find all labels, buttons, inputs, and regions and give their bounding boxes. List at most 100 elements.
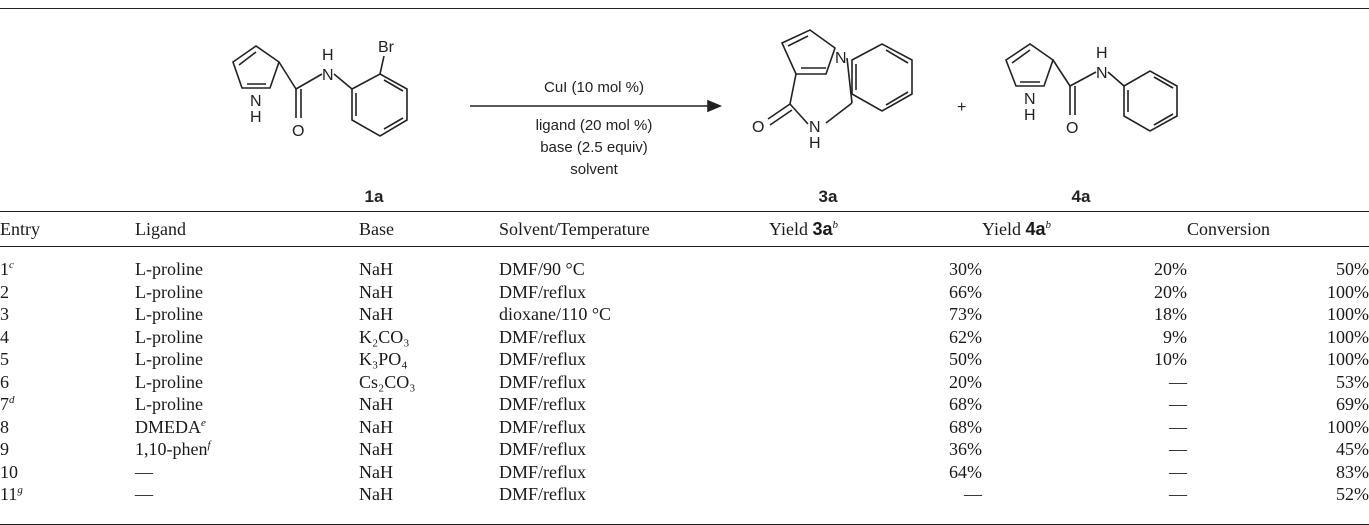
- compound-1a-structure: [232, 45, 408, 137]
- cell-ligand: —: [135, 483, 359, 506]
- table-header-row: Entry Ligand Base Solvent/Temperature Yi…: [0, 212, 1369, 246]
- table-row: 6 L-proline Cs₂CO₃ DMF/reflux 20% — 53%: [0, 371, 1369, 394]
- atom-o: O: [752, 119, 764, 136]
- cell-base: NaH: [359, 304, 393, 324]
- atom-n: N: [1096, 65, 1108, 82]
- header-base: Base: [359, 218, 394, 239]
- entry-number: 4: [0, 326, 9, 347]
- entry-number: 10: [0, 461, 18, 482]
- cell-solvent: DMF/reflux: [499, 394, 586, 414]
- entry-number: 6: [0, 371, 9, 392]
- table-row: 10 — NaH DMF/reflux 64% — 83%: [0, 461, 1369, 484]
- cell-yield-4a: —: [1169, 461, 1187, 482]
- table-row: 1c L-proline NaH DMF/90 °C 30% 20% 50%: [0, 246, 1369, 281]
- cell-ligand: L-proline: [135, 303, 359, 326]
- cell-yield-4a: 10%: [1154, 349, 1187, 369]
- cell-base: NaH: [359, 259, 393, 279]
- atom-h: H: [250, 109, 262, 126]
- cell-yield-4a: —: [1169, 416, 1187, 437]
- cell-base: K₂CO₃: [359, 326, 410, 347]
- cell-entry: 3: [0, 303, 135, 326]
- cell-yield-3a: 36%: [949, 439, 982, 459]
- ligand-name: L-proline: [135, 281, 203, 302]
- atom-n: N: [835, 50, 847, 67]
- entry-number: 8: [0, 416, 9, 437]
- cell-entry: 5: [0, 348, 135, 371]
- footnote-mark: b: [832, 218, 839, 231]
- reagent-catalyst: CuI (10 mol %): [544, 79, 644, 96]
- cell-ligand: L-proline: [135, 348, 359, 371]
- atom-o: O: [292, 123, 304, 140]
- ligand-name: —: [135, 461, 153, 482]
- table-row: 7d L-proline NaH DMF/reflux 68% — 69%: [0, 393, 1369, 416]
- cell-conversion: 100%: [1327, 304, 1369, 324]
- cell-yield-4a: 18%: [1154, 304, 1187, 324]
- cell-entry: 8: [0, 416, 135, 439]
- footnote-mark: f: [207, 439, 211, 451]
- atom-n: N: [1024, 91, 1036, 108]
- cell-entry: 9: [0, 438, 135, 461]
- cell-conversion: 100%: [1327, 349, 1369, 369]
- cell-conversion: 53%: [1336, 371, 1369, 392]
- entry-number: 5: [0, 349, 9, 369]
- header-entry: Entry: [0, 218, 40, 239]
- cell-conversion: 52%: [1336, 484, 1369, 504]
- compound-ref: 3a: [812, 218, 833, 239]
- cell-solvent: DMF/reflux: [499, 416, 586, 437]
- footnote-mark: c: [9, 259, 14, 271]
- ligand-name: —: [135, 484, 153, 504]
- cell-solvent: dioxane/110 °C: [499, 304, 612, 324]
- yield-prefix: Yield: [769, 218, 813, 239]
- footnote-mark: e: [201, 416, 206, 429]
- top-rule: [0, 8, 1369, 9]
- cell-yield-3a: 73%: [949, 304, 982, 324]
- header-top-rule: [0, 211, 1369, 212]
- cell-yield-4a: 20%: [1154, 259, 1187, 279]
- cell-base: NaH: [359, 439, 393, 459]
- cell-conversion: 45%: [1336, 439, 1369, 459]
- cell-conversion: 83%: [1336, 461, 1369, 482]
- entry-number: 7: [0, 394, 9, 414]
- cell-base: NaH: [359, 281, 393, 302]
- atom-h: H: [322, 47, 334, 64]
- cell-ligand: L-proline: [135, 246, 359, 281]
- table-row: 3 L-proline NaH dioxane/110 °C 73% 18% 1…: [0, 303, 1369, 326]
- atom-h: H: [809, 135, 821, 152]
- entry-number: 9: [0, 439, 9, 459]
- compound-label-1a: 1a: [365, 187, 384, 206]
- ligand-name: L-proline: [135, 304, 203, 324]
- cell-yield-4a: —: [1169, 371, 1187, 392]
- cell-yield-4a: —: [1169, 394, 1187, 414]
- footnote-mark: g: [17, 484, 23, 496]
- cell-conversion: 69%: [1336, 394, 1369, 414]
- cell-ligand: DMEDAe: [135, 416, 359, 439]
- footnote-mark: d: [9, 394, 15, 406]
- ligand-name: L-proline: [135, 371, 203, 392]
- ligand-name: 1,10-phen: [135, 439, 208, 459]
- yield-prefix: Yield: [982, 218, 1026, 239]
- cell-ligand: —: [135, 461, 359, 484]
- header-yield-3a: Yield 3ab: [769, 212, 982, 246]
- cell-entry: 10: [0, 461, 135, 484]
- cell-yield-4a: 9%: [1163, 326, 1187, 347]
- atom-o: O: [1066, 120, 1078, 137]
- atom-n: N: [809, 119, 821, 136]
- cell-solvent: DMF/reflux: [499, 371, 586, 392]
- cell-base: K₃PO₄: [359, 349, 408, 369]
- cell-yield-3a: —: [964, 484, 982, 504]
- optimization-table: Entry Ligand Base Solvent/Temperature Yi…: [0, 212, 1369, 506]
- ligand-name: DMEDA: [135, 416, 201, 437]
- atom-n: N: [322, 67, 334, 84]
- cell-yield-3a: 64%: [949, 461, 982, 482]
- table-row: 11g — NaH DMF/reflux — — 52%: [0, 483, 1369, 506]
- cell-base: NaH: [359, 461, 393, 482]
- cell-yield-3a: 68%: [949, 394, 982, 414]
- reagent-solvent: solvent: [570, 161, 618, 178]
- compound-label-3a: 3a: [819, 187, 838, 206]
- cell-ligand: L-proline: [135, 281, 359, 304]
- reagent-base: base (2.5 equiv): [540, 139, 648, 156]
- entry-number: 1: [0, 259, 9, 279]
- compound-3a-structure: [767, 29, 913, 126]
- header-bottom-rule: [0, 246, 1369, 247]
- cell-base: NaH: [359, 484, 393, 504]
